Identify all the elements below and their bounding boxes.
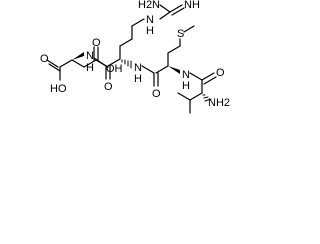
bond-val-ca-nh2-hash-2: [203, 96, 209, 99]
bond-asp-ch2-cooh: [83, 59, 97, 68]
bond-asp-ca-nh-wedge: [72, 52, 84, 60]
atom-label-h-guanidine: H: [146, 25, 154, 37]
bond-arg-cb-cg: [119, 38, 133, 47]
bond-arg-cd-ne: [131, 18, 145, 27]
bond-val-c-o-b: [203, 76, 217, 85]
bond-arg-c-ca: [107, 58, 121, 67]
bond-val-ca-cb: [189, 92, 203, 101]
atom-label-o-met: O: [152, 88, 161, 100]
bond-val-c-o-a: [201, 72, 215, 81]
bond-guan-cz-nh-a: [169, 4, 183, 13]
atom-label-nh-imine: NH: [184, 0, 200, 11]
atom-label-h-arg: H: [134, 73, 142, 85]
atom-label-oh-top: OH: [106, 63, 123, 75]
atom-label-o-arg: O: [104, 81, 113, 93]
bond-asp-alpha-c-o-double-a: [46, 59, 59, 68]
atom-label-h-asp: H: [86, 62, 94, 74]
bond-arg-nh-met-c: [141, 65, 155, 74]
bond-met-cb-cg: [167, 45, 181, 54]
bond-val-ca-nh2-hash-3: [204, 98, 212, 102]
bond-asp-ca-ch2: [71, 59, 85, 68]
bond-guan-ne-cz: [159, 11, 171, 20]
atom-label-h2n-guanidine: H2N: [138, 0, 160, 11]
molecule-structure: O OH O HO N H O N H N H H2N NH O S N H O…: [40, 0, 230, 114]
bond-met-c-ca: [155, 65, 169, 74]
atom-label-n-met: N: [182, 69, 190, 81]
bond-layer: [46, 4, 217, 114]
atom-label-s-met: S: [177, 28, 184, 40]
bond-guan-cz-nh2: [159, 4, 171, 13]
bond-val-cb-cg1: [177, 92, 191, 101]
bond-asp-alpha-c-o-double-b: [48, 63, 61, 72]
bond-asp-ca-cooh: [59, 59, 73, 68]
atom-label-o-left: O: [40, 53, 49, 65]
atom-label-n-asp: N: [86, 50, 94, 62]
atom-label-o-val: O: [216, 67, 225, 79]
atom-label-ho-left: HO: [50, 83, 67, 95]
atom-label-h-met: H: [182, 80, 190, 92]
label-layer: O OH O HO N H O N H N H H2N NH O S N H O…: [40, 0, 230, 109]
atom-label-nh2-val: NH2: [208, 97, 230, 109]
bond-met-s-ce: [183, 25, 195, 33]
atom-label-n-arg: N: [134, 62, 142, 74]
bond-met-nh-val-c: [189, 72, 203, 81]
bond-met-ca-nh-wedge: [168, 66, 180, 74]
bond-asp-nh-c: [93, 57, 107, 67]
atom-label-o-top: O: [92, 37, 101, 49]
bond-guan-cz-nh-b: [171, 7, 185, 16]
atom-label-nh-guanidine: N: [146, 14, 154, 26]
